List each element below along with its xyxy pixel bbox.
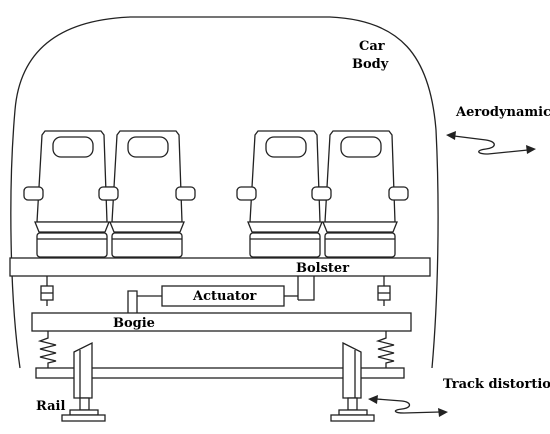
left-wheel (73, 341, 93, 399)
passenger-seat (311, 130, 409, 258)
passenger-seat (98, 130, 196, 258)
bolster-beam (9, 257, 431, 277)
track-distortion-arrow-icon (368, 395, 448, 417)
bogie-label: Bogie (113, 316, 155, 331)
bogie-frame (31, 312, 412, 332)
bolster-label: Bolster (296, 261, 349, 276)
aerodynamics-label: Aerodynamics (455, 105, 550, 120)
right-rail (330, 397, 375, 422)
rail-label: Rail (36, 399, 65, 414)
passenger-seats (23, 130, 409, 258)
aerodynamics-arrow-icon (446, 131, 536, 155)
right-damper (377, 276, 391, 306)
right-spring (375, 331, 395, 368)
left-rail (61, 397, 106, 422)
track-distortion-label: Track distortion (443, 377, 550, 392)
car-body-label-line1: Car (359, 39, 385, 54)
left-damper (40, 276, 54, 306)
car-body-outline (10, 16, 439, 369)
car-body-label-line2: Body (352, 57, 389, 72)
actuator-label: Actuator (192, 289, 257, 304)
actuator-assembly: Actuator (127, 276, 315, 313)
right-wheel (342, 341, 362, 399)
left-spring (37, 331, 57, 368)
axle-beam (35, 367, 405, 379)
